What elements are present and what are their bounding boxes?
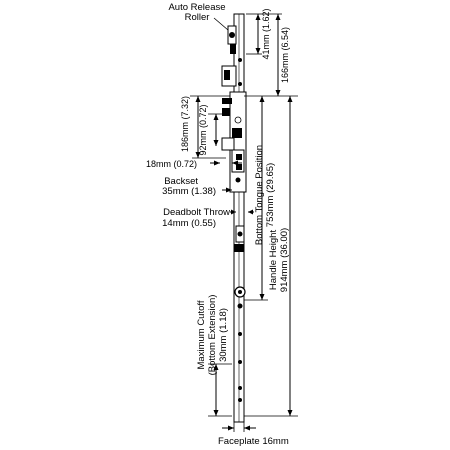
faceplate-label: Faceplate 16mm xyxy=(218,436,289,447)
auto-release-label-line2: Roller xyxy=(185,12,210,23)
lower-hook-mechanism xyxy=(234,225,245,252)
dim-41mm-label: 41mm (1.62) xyxy=(261,8,271,59)
dim-186mm xyxy=(190,95,230,158)
dim-handle-height xyxy=(244,96,298,417)
dim-92mm-label: 92mm (0.72) xyxy=(198,104,208,155)
dim-186mm-label: 186mm (7.32) xyxy=(180,96,190,152)
dim-18mm-label: 18mm (0.72) xyxy=(146,159,197,169)
dim-bottom-tongue xyxy=(244,96,268,301)
dim-deadbolt xyxy=(230,209,254,215)
main-lock-case xyxy=(221,91,247,193)
faceplate-strip xyxy=(233,13,245,423)
bottom-tongue-label-line2: 753mm (29.65) xyxy=(265,163,276,227)
max-cutoff-label-line1: Maximum Cutoff xyxy=(196,300,207,369)
dim-166mm xyxy=(262,13,282,96)
deadbolt-label-line2: 14mm (0.55) xyxy=(162,218,216,229)
dim-backset xyxy=(222,187,232,193)
bottom-roller xyxy=(234,286,246,402)
upper-hook-mechanism xyxy=(221,65,242,87)
dim-max-cutoff xyxy=(208,363,232,417)
handle-height-label-line2: 914mm (36.00) xyxy=(279,228,290,292)
backset-label-line2: 35mm (1.38) xyxy=(162,186,216,197)
backset-label-line1: Backset xyxy=(164,176,198,187)
auto-release-label-line1: Auto Release xyxy=(168,2,225,13)
dim-92mm xyxy=(208,113,230,146)
auto-release-roller xyxy=(227,25,242,62)
dim-faceplate-width xyxy=(222,422,256,432)
dim-166mm-label: 166mm (6.54) xyxy=(280,27,290,83)
dim-18mm xyxy=(210,160,242,166)
auto-release-leader xyxy=(213,17,229,31)
max-cutoff-label-line2: (Bottom Extension) xyxy=(207,295,218,376)
bottom-tongue-label-line1: Bottom Tongue Position xyxy=(254,145,265,245)
handle-height-label-line1: Handle Height xyxy=(268,230,279,291)
deadbolt-label-line1: Deadbolt Throw xyxy=(163,207,230,218)
dim-41mm xyxy=(246,13,262,55)
max-cutoff-label-line3: 30mm (1.18) xyxy=(218,308,229,362)
